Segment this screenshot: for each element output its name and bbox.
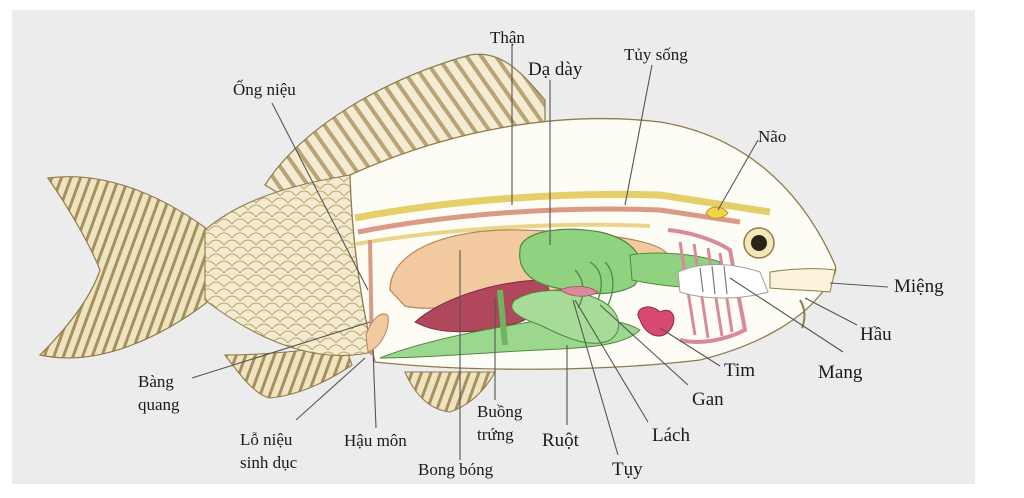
kidney xyxy=(357,206,741,235)
spleen xyxy=(559,286,599,297)
leader-lines xyxy=(191,45,889,460)
tail-fin xyxy=(38,176,216,359)
brain xyxy=(705,206,729,219)
label-buong-trung-1: Buồng xyxy=(477,402,523,421)
label-nao: Não xyxy=(758,127,786,146)
spinal-cord xyxy=(354,190,771,222)
eye-pupil xyxy=(751,235,767,251)
label-mang: Mang xyxy=(818,362,863,383)
label-lach: Lách xyxy=(652,425,690,446)
label-gan: Gan xyxy=(692,389,724,410)
label-buong-trung-2: trứng xyxy=(477,425,514,444)
label-mieng: Miệng xyxy=(894,276,944,297)
label-da-day: Dạ dày xyxy=(528,59,583,80)
label-tuy: Tụy xyxy=(612,459,643,480)
anal-fin xyxy=(223,344,353,399)
label-ruot: Ruột xyxy=(542,430,580,451)
gill-filaments xyxy=(699,265,728,295)
label-bong-bong: Bong bóng xyxy=(418,460,494,479)
label-lo-nieu-2: sinh dục xyxy=(240,453,298,472)
label-ong-nieu: Ống niệu xyxy=(233,80,296,99)
label-lo-nieu-1: Lỗ niệu xyxy=(240,430,293,449)
label-hau-mon: Hậu môn xyxy=(344,431,407,450)
dorsal-band xyxy=(355,222,651,246)
label-bang-quang-1: Bàng xyxy=(138,372,174,391)
mouth-cavity xyxy=(769,268,836,293)
stomach xyxy=(519,228,642,295)
urinary-bladder xyxy=(365,313,389,353)
label-tuy-song: Tủy sống xyxy=(624,45,688,64)
pelvic-fin xyxy=(404,371,496,413)
heart xyxy=(637,306,675,337)
label-hau: Hầu xyxy=(860,324,892,345)
label-tim: Tim xyxy=(724,360,755,381)
intestine-loop xyxy=(497,289,508,346)
label-than: Thận xyxy=(490,28,525,47)
label-bang-quang-2: quang xyxy=(138,395,180,414)
